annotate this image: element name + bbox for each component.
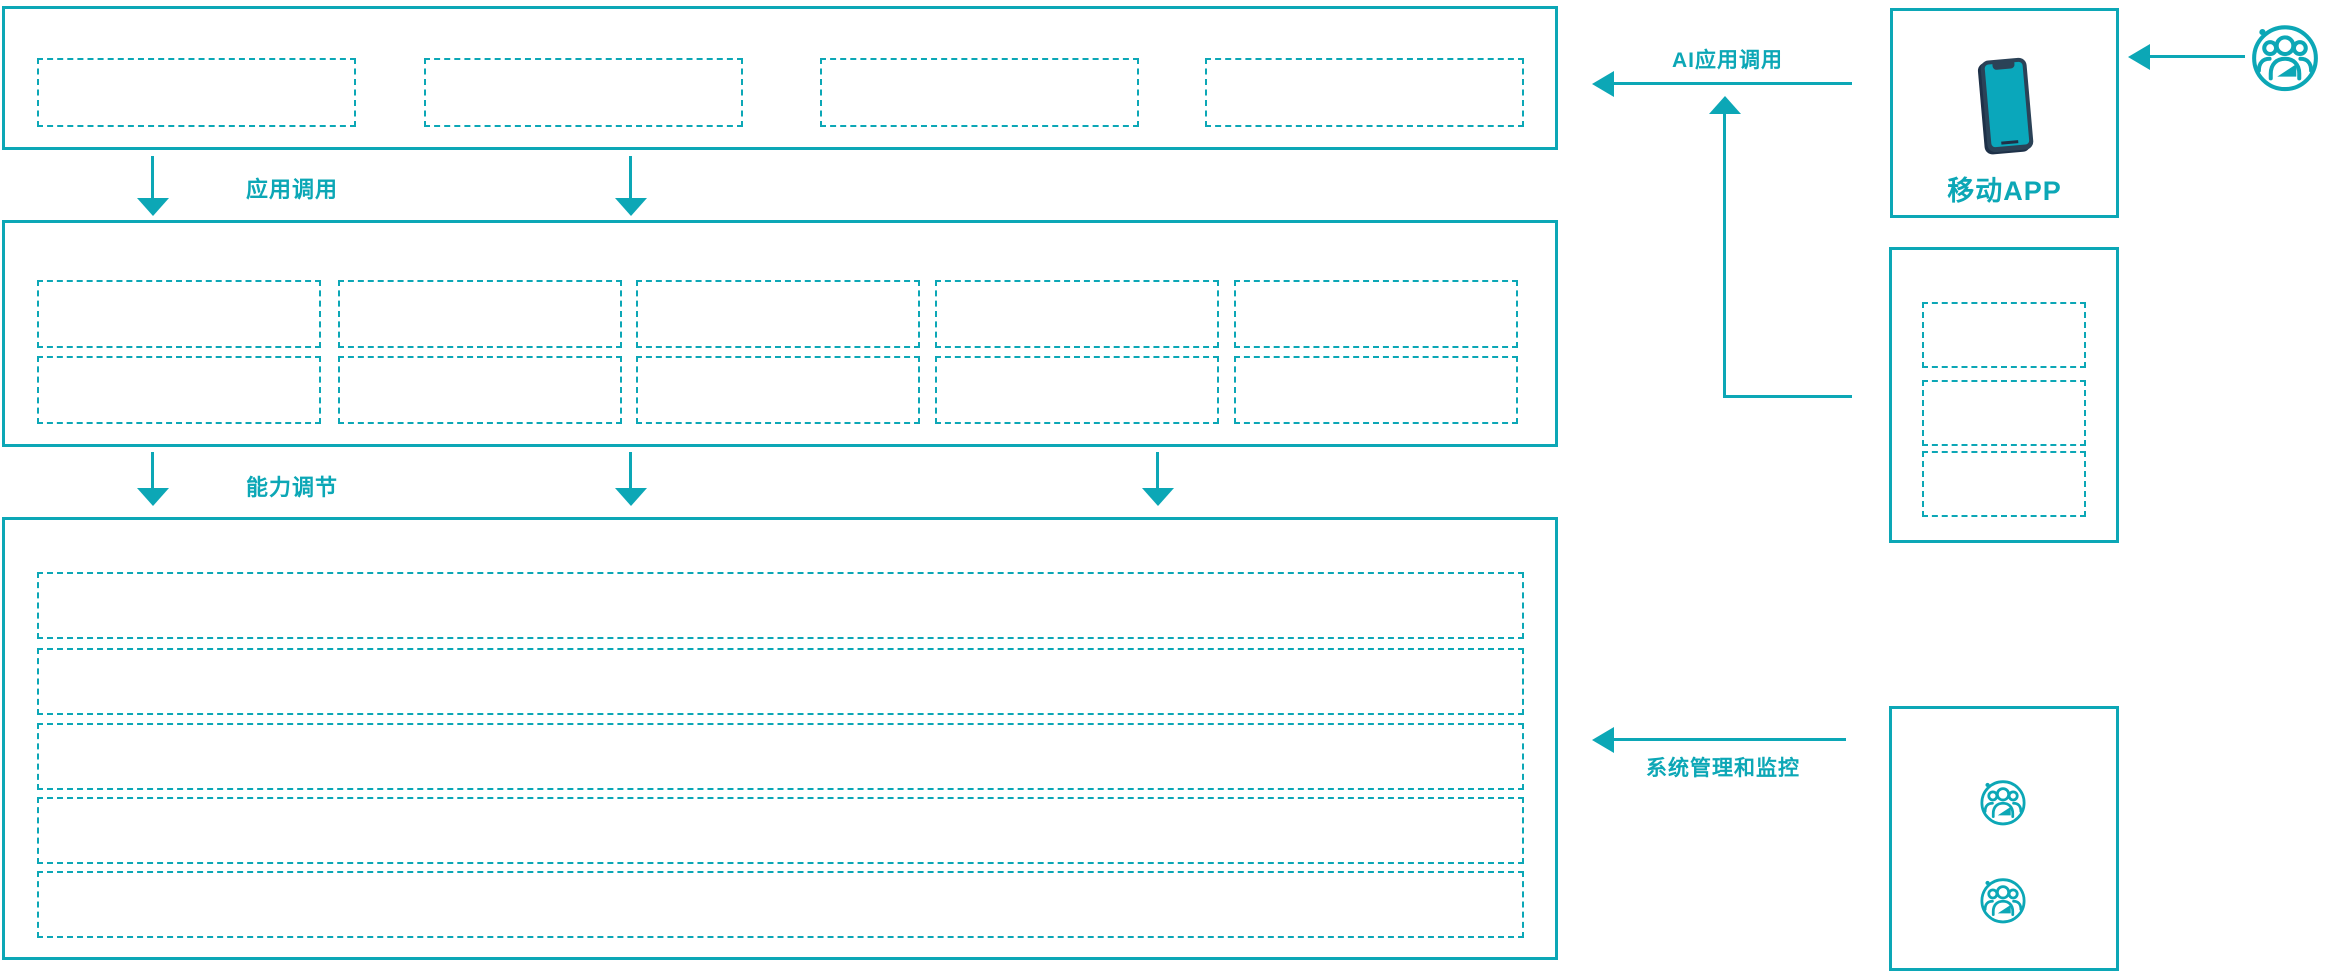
bottom-row-placeholder bbox=[37, 648, 1524, 715]
mobile-app-box: 移动APP bbox=[1890, 8, 2119, 218]
top-placeholder-box bbox=[1205, 58, 1524, 127]
service-placeholder-box bbox=[1922, 451, 2086, 517]
capability-arrow-line bbox=[151, 452, 154, 490]
middle-placeholder-box bbox=[1234, 356, 1518, 424]
user-arrow-line bbox=[2148, 55, 2245, 58]
services-box bbox=[1889, 247, 2119, 543]
middle-placeholder-box bbox=[338, 356, 622, 424]
bottom-row-placeholder bbox=[37, 797, 1524, 864]
middle-placeholder-box bbox=[1234, 280, 1518, 348]
arrow-left-icon bbox=[2128, 44, 2150, 70]
middle-placeholder-box bbox=[636, 356, 920, 424]
system-monitor-arrow-line bbox=[1612, 738, 1846, 741]
bottom-row-placeholder bbox=[37, 572, 1524, 639]
arrow-down-icon bbox=[137, 488, 169, 506]
service-placeholder-box bbox=[1922, 302, 2086, 368]
top-placeholder-box bbox=[820, 58, 1139, 127]
services-connector-line bbox=[1725, 395, 1852, 398]
system-monitor-label: 系统管理和监控 bbox=[1646, 757, 1800, 780]
bottom-row-placeholder bbox=[37, 871, 1524, 938]
arrow-up-icon bbox=[1709, 96, 1741, 114]
smartphone-icon bbox=[1980, 57, 2034, 153]
middle-placeholder-box bbox=[935, 280, 1219, 348]
bottom-row-placeholder bbox=[37, 723, 1524, 790]
admin-users-box bbox=[1889, 706, 2119, 971]
ai-app-call-label: AI应用调用 bbox=[1672, 49, 1783, 72]
middle-placeholder-box bbox=[935, 356, 1219, 424]
capability-label: 能力调节 bbox=[246, 475, 339, 500]
middle-placeholder-box bbox=[37, 356, 321, 424]
app-call-arrow-line bbox=[151, 156, 154, 200]
middle-placeholder-box bbox=[338, 280, 622, 348]
bottom-layer-container bbox=[2, 517, 1558, 960]
middle-placeholder-box bbox=[636, 280, 920, 348]
mobile-app-label: 移动APP bbox=[1947, 176, 2062, 206]
arrow-down-icon bbox=[137, 198, 169, 216]
arrow-down-icon bbox=[1142, 488, 1174, 506]
top-placeholder-box bbox=[37, 58, 356, 127]
phone-screen bbox=[1984, 61, 2030, 148]
app-call-arrow-line bbox=[629, 156, 632, 200]
middle-placeholder-box bbox=[37, 280, 321, 348]
arrow-down-icon bbox=[615, 198, 647, 216]
user-group-icon bbox=[1977, 776, 2029, 828]
services-connector-line bbox=[1723, 112, 1726, 398]
user-group-icon bbox=[1977, 874, 2029, 926]
arrow-left-icon bbox=[1592, 727, 1614, 753]
capability-arrow-line bbox=[629, 452, 632, 490]
top-layer-container bbox=[2, 6, 1558, 150]
top-placeholder-box bbox=[424, 58, 743, 127]
arrow-down-icon bbox=[615, 488, 647, 506]
capability-arrow-line bbox=[1156, 452, 1159, 490]
app-call-label: 应用调用 bbox=[246, 177, 339, 202]
service-placeholder-box bbox=[1922, 380, 2086, 446]
user-group-icon bbox=[2247, 19, 2323, 95]
ai-app-call-arrow-line bbox=[1612, 82, 1852, 85]
arrow-left-icon bbox=[1592, 71, 1614, 97]
middle-layer-container bbox=[2, 220, 1558, 447]
